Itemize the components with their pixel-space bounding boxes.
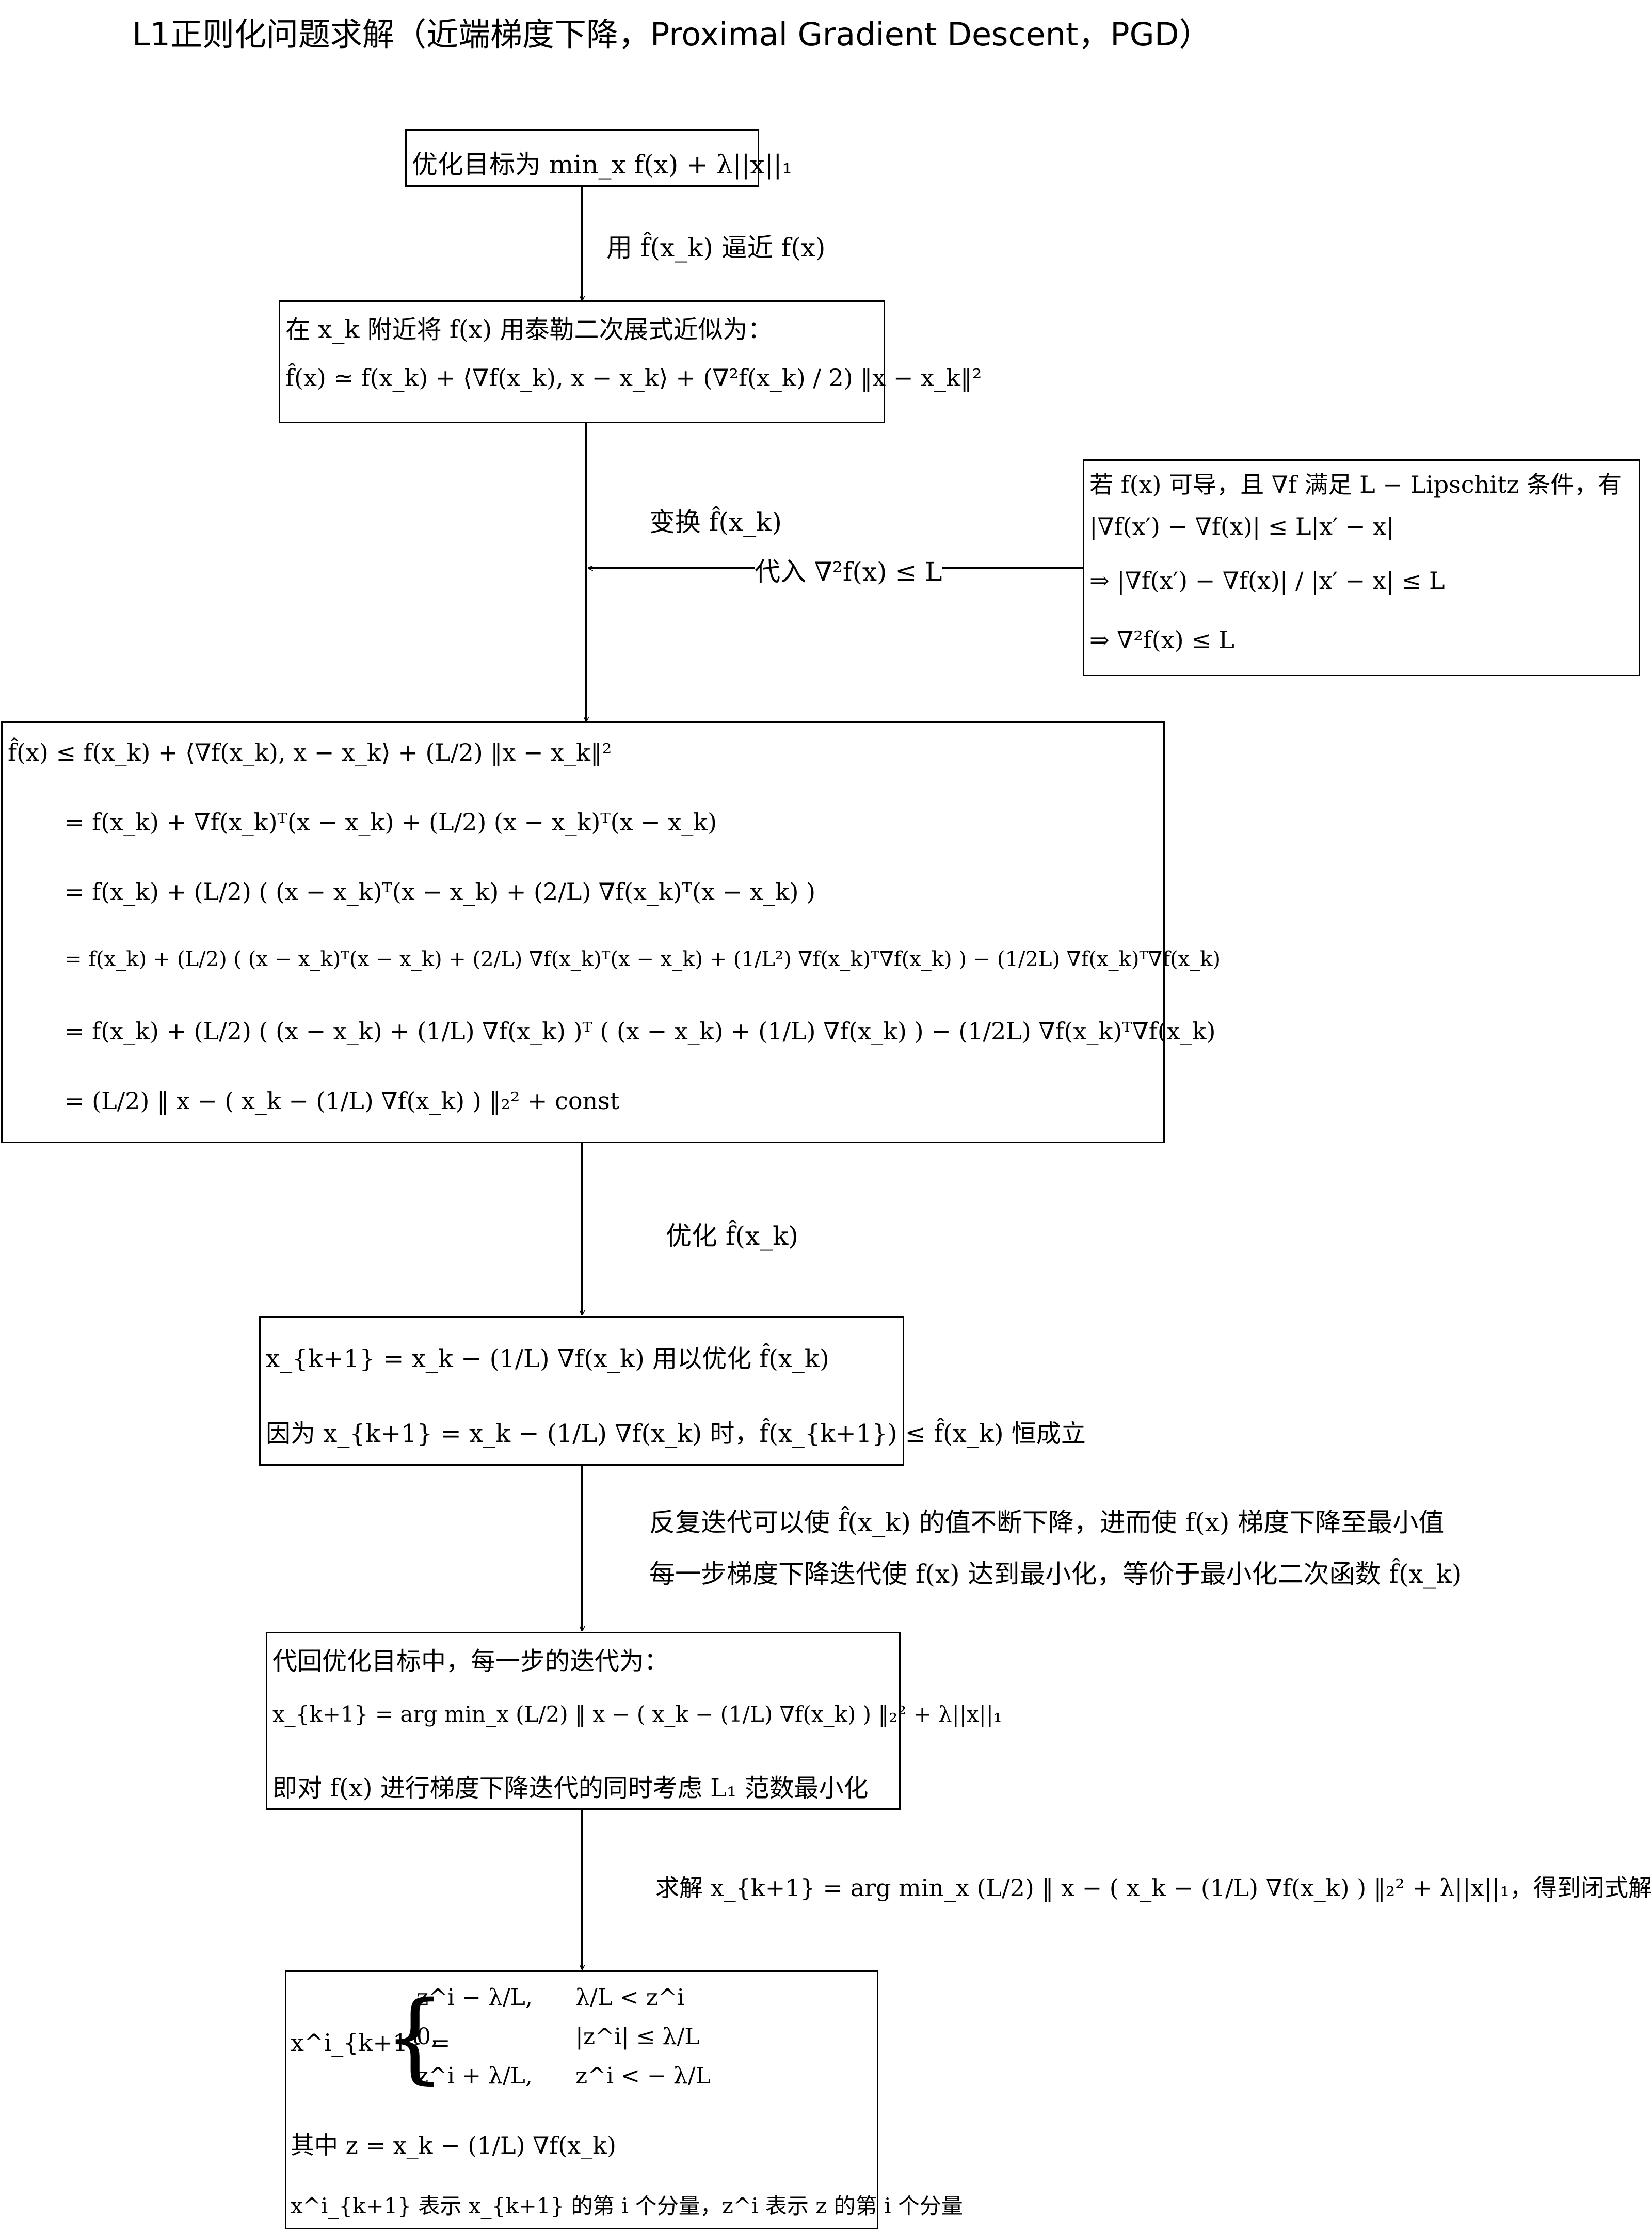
- label-approx: 用 f̂(x_k) 逼近 f(x): [606, 233, 826, 263]
- iteration-line-2: x_{k+1} = arg min_x (L/2) ‖ x − ( x_k − …: [272, 1702, 1002, 1727]
- case-1-value: z^i − λ/L,: [416, 1984, 533, 2011]
- case-2-condition: |z^i| ≤ λ/L: [575, 2024, 700, 2050]
- solution-brace: {: [383, 1980, 446, 2094]
- lipschitz-line-4: ⇒ ∇²f(x) ≤ L: [1089, 626, 1234, 654]
- case-1-condition: λ/L < z^i: [575, 1984, 684, 2011]
- solution-box: x^i_{k+1} = { z^i − λ/L, λ/L < z^i 0, |z…: [285, 1970, 963, 2229]
- derivation-line-2: = f(x_k) + ∇f(x_k)ᵀ(x − x_k) + (L/2) (x …: [65, 808, 717, 836]
- label-solve: 求解 x_{k+1} = arg min_x (L/2) ‖ x − ( x_k…: [655, 1874, 1652, 1902]
- diagram-title: L1正则化问题求解（近端梯度下降，Proximal Gradient Desce…: [132, 15, 1211, 53]
- lipschitz-line-3: ⇒ |∇f(x′) − ∇f(x)| / |x′ − x| ≤ L: [1089, 567, 1445, 595]
- label-repeat-1: 反复迭代可以使 f̂(x_k) 的值不断下降，进而使 f(x) 梯度下降至最小值: [649, 1507, 1445, 1537]
- iteration-box: 代回优化目标中，每一步的迭代为： x_{k+1} = arg min_x (L/…: [266, 1632, 1002, 1810]
- derivation-line-4: = f(x_k) + (L/2) ( (x − x_k)ᵀ(x − x_k) +…: [65, 948, 1221, 971]
- solution-line-2: x^i_{k+1} 表示 x_{k+1} 的第 i 个分量，z^i 表示 z 的…: [291, 2193, 963, 2219]
- solution-line-1: 其中 z = x_k − (1/L) ∇f(x_k): [291, 2131, 616, 2159]
- derivation-line-6: = (L/2) ‖ x − ( x_k − (1/L) ∇f(x_k) ) ‖₂…: [65, 1087, 620, 1115]
- solution-lhs: x^i_{k+1} =: [291, 2029, 451, 2057]
- lipschitz-line-1: 若 f(x) 可导，且 ∇f 满足 L − Lipschitz 条件，有: [1089, 471, 1622, 499]
- label-optimize: 优化 f̂(x_k): [666, 1221, 798, 1251]
- update-box: x_{k+1} = x_k − (1/L) ∇f(x_k) 用以优化 f̂(x_…: [259, 1316, 1086, 1466]
- taylor-line-1: 在 x_k 附近将 f(x) 用泰勒二次展式近似为：: [285, 315, 773, 344]
- case-2-value: 0,: [416, 2024, 438, 2050]
- iteration-line-3: 即对 f(x) 进行梯度下降迭代的同时考虑 L₁ 范数最小化: [272, 1774, 869, 1803]
- taylor-box: 在 x_k 附近将 f(x) 用泰勒二次展式近似为： f̂(x) ≃ f(x_k…: [279, 300, 982, 423]
- derivation-box: f̂(x) ≤ f(x_k) + ⟨∇f(x_k), x − x_k⟩ + (L…: [1, 721, 1221, 1143]
- label-transform: 变换 f̂(x_k): [649, 507, 782, 537]
- update-line-2: 因为 x_{k+1} = x_k − (1/L) ∇f(x_k) 时，f̂(x_…: [266, 1419, 1086, 1448]
- case-3-value: z^i + λ/L,: [416, 2063, 533, 2089]
- iteration-line-1: 代回优化目标中，每一步的迭代为：: [272, 1647, 669, 1676]
- label-repeat-2: 每一步梯度下降迭代使 f(x) 达到最小化，等价于最小化二次函数 f̂(x_k): [649, 1559, 1462, 1589]
- objective-text: 优化目标为 min_x f(x) + λ||x||₁: [412, 150, 793, 180]
- lipschitz-box: 若 f(x) 可导，且 ∇f 满足 L − Lipschitz 条件，有 |∇f…: [1083, 459, 1640, 676]
- objective-box: 优化目标为 min_x f(x) + λ||x||₁: [405, 129, 792, 187]
- derivation-line-3: = f(x_k) + (L/2) ( (x − x_k)ᵀ(x − x_k) +…: [65, 878, 816, 906]
- derivation-line-5: = f(x_k) + (L/2) ( (x − x_k) + (1/L) ∇f(…: [65, 1017, 1216, 1045]
- derivation-line-1: f̂(x) ≤ f(x_k) + ⟨∇f(x_k), x − x_k⟩ + (L…: [8, 739, 612, 766]
- update-line-1: x_{k+1} = x_k − (1/L) ∇f(x_k) 用以优化 f̂(x_…: [266, 1344, 829, 1373]
- lipschitz-line-2: |∇f(x′) − ∇f(x)| ≤ L|x′ − x|: [1089, 512, 1394, 540]
- label-substitute: 代入 ∇²f(x) ≤ L: [755, 551, 942, 588]
- case-3-condition: z^i < − λ/L: [575, 2063, 711, 2089]
- taylor-line-2: f̂(x) ≃ f(x_k) + ⟨∇f(x_k), x − x_k⟩ + (∇…: [285, 364, 982, 392]
